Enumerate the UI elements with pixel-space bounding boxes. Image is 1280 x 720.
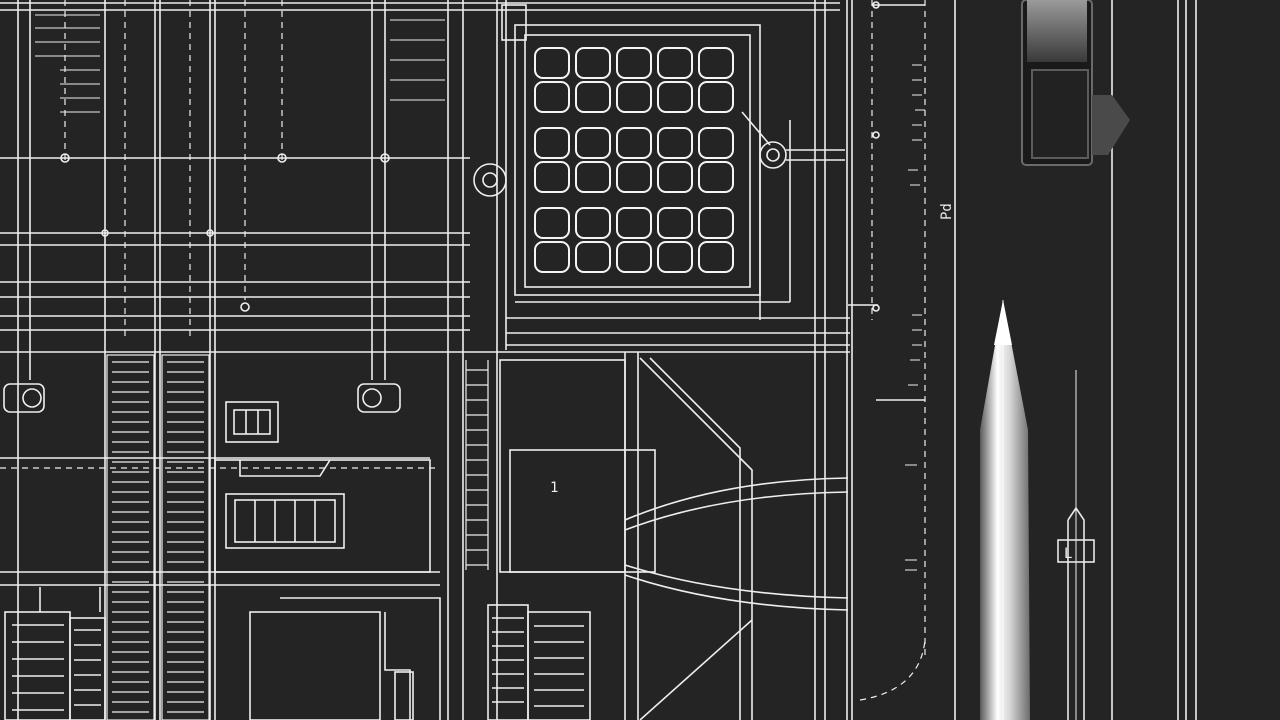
panel-cell — [698, 47, 734, 79]
drafting-compass-icon — [1057, 506, 1095, 720]
dimension-ticks — [905, 64, 925, 571]
panel-cell — [575, 161, 611, 193]
panel-cell — [698, 241, 734, 273]
clip-object-icon — [1021, 0, 1130, 166]
panel-cell — [575, 47, 611, 79]
panel-cell — [657, 127, 693, 159]
grid-panel — [534, 47, 734, 273]
panel-cell — [534, 81, 570, 113]
radiator-columns — [106, 354, 210, 720]
panel-cell — [698, 81, 734, 113]
panel-cell — [657, 207, 693, 239]
panel-cell — [534, 207, 570, 239]
panel-cell — [657, 161, 693, 193]
panel-cell — [657, 81, 693, 113]
panel-cell — [698, 127, 734, 159]
markings: Pd L 1 — [550, 203, 1072, 562]
panel-cell — [616, 207, 652, 239]
pencil-icon — [980, 300, 1030, 720]
hatch-detail-top-left — [35, 14, 445, 113]
panel-cell — [657, 241, 693, 273]
panel-cell — [616, 241, 652, 273]
panel-cell — [575, 207, 611, 239]
panel-cell — [575, 241, 611, 273]
marking-1: 1 — [550, 480, 558, 496]
panel-cell — [657, 47, 693, 79]
panel-cell — [616, 81, 652, 113]
panel-cell — [616, 161, 652, 193]
panel-cell — [616, 127, 652, 159]
panel-cell — [698, 207, 734, 239]
marking-pd: Pd — [939, 203, 955, 220]
panel-cell — [575, 127, 611, 159]
panel-cell — [575, 81, 611, 113]
chain-detail — [465, 360, 489, 570]
panel-cell — [698, 161, 734, 193]
panel-cell — [534, 127, 570, 159]
floor-plan-drawing — [0, 0, 1197, 720]
panel-cell — [534, 161, 570, 193]
panel-cell — [534, 47, 570, 79]
marking-l: L — [1064, 546, 1072, 562]
panel-cell — [534, 241, 570, 273]
panel-cell — [616, 47, 652, 79]
